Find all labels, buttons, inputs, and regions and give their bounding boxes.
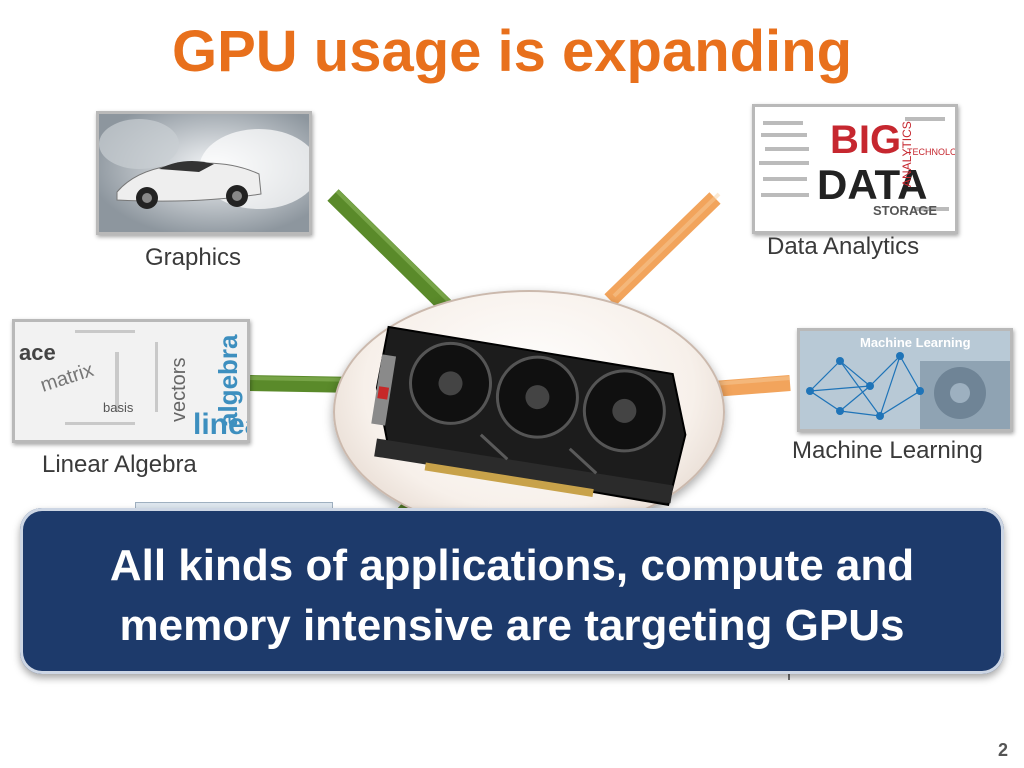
data-analytics-caption: Data Analytics [767,233,920,260]
gpu-fan-icon [409,341,493,425]
gpu-fan-icon [495,355,579,439]
linear-algebra-word-cloud: ace matrix vectors algebra basis linea [19,330,247,440]
svg-text:vectors: vectors [168,358,190,422]
linear-algebra-image: ace matrix vectors algebra basis linea [12,319,250,443]
svg-text:basis: basis [103,400,134,415]
svg-text:linea: linea [193,408,247,440]
svg-text:STORAGE: STORAGE [873,203,937,218]
gpu-hub [333,290,725,534]
linear-algebra-caption: Linear Algebra [42,451,197,478]
banner-text: All kinds of applications, compute and m… [20,536,1004,656]
arm-data-analytics [604,192,721,306]
machine-learning-image: Machine Learning [797,328,1013,432]
slide-number: 2 [997,740,1008,760]
race-car-illustration [99,114,309,232]
gpu-fan-icon [582,369,666,453]
neural-network-illustration: Machine Learning [800,331,1010,429]
svg-text:DATA: DATA [817,161,927,208]
svg-text:BIG: BIG [830,118,901,162]
banner-line-2: memory intensive are targeting GPUs [119,601,905,650]
big-data-word-cloud: BIG DATA ANALYTICS STORAGE TECHNOLOGIES [759,117,955,218]
svg-text:TECHNOLOGIES: TECHNOLOGIES [907,147,955,157]
gpu-card-illustration [371,325,687,507]
big-data-image: BIG DATA ANALYTICS STORAGE TECHNOLOGIES [752,104,958,234]
svg-text:ace: ace [19,340,56,365]
svg-text:ANALYTICS: ANALYTICS [900,121,914,187]
banner-line-1: All kinds of applications, compute and [109,541,915,590]
svg-text:Machine Learning: Machine Learning [860,335,971,350]
graphics-image [96,111,312,235]
arm-graphics [327,189,466,326]
graphics-caption: Graphics [145,244,242,271]
svg-text:algebra: algebra [213,334,243,427]
machine-learning-caption: Machine Learning [792,437,983,464]
key-message-banner: All kinds of applications, compute and m… [20,508,1004,674]
slide-title: GPU usage is expanding [171,19,853,84]
hidden-caption-fragment [788,672,790,680]
